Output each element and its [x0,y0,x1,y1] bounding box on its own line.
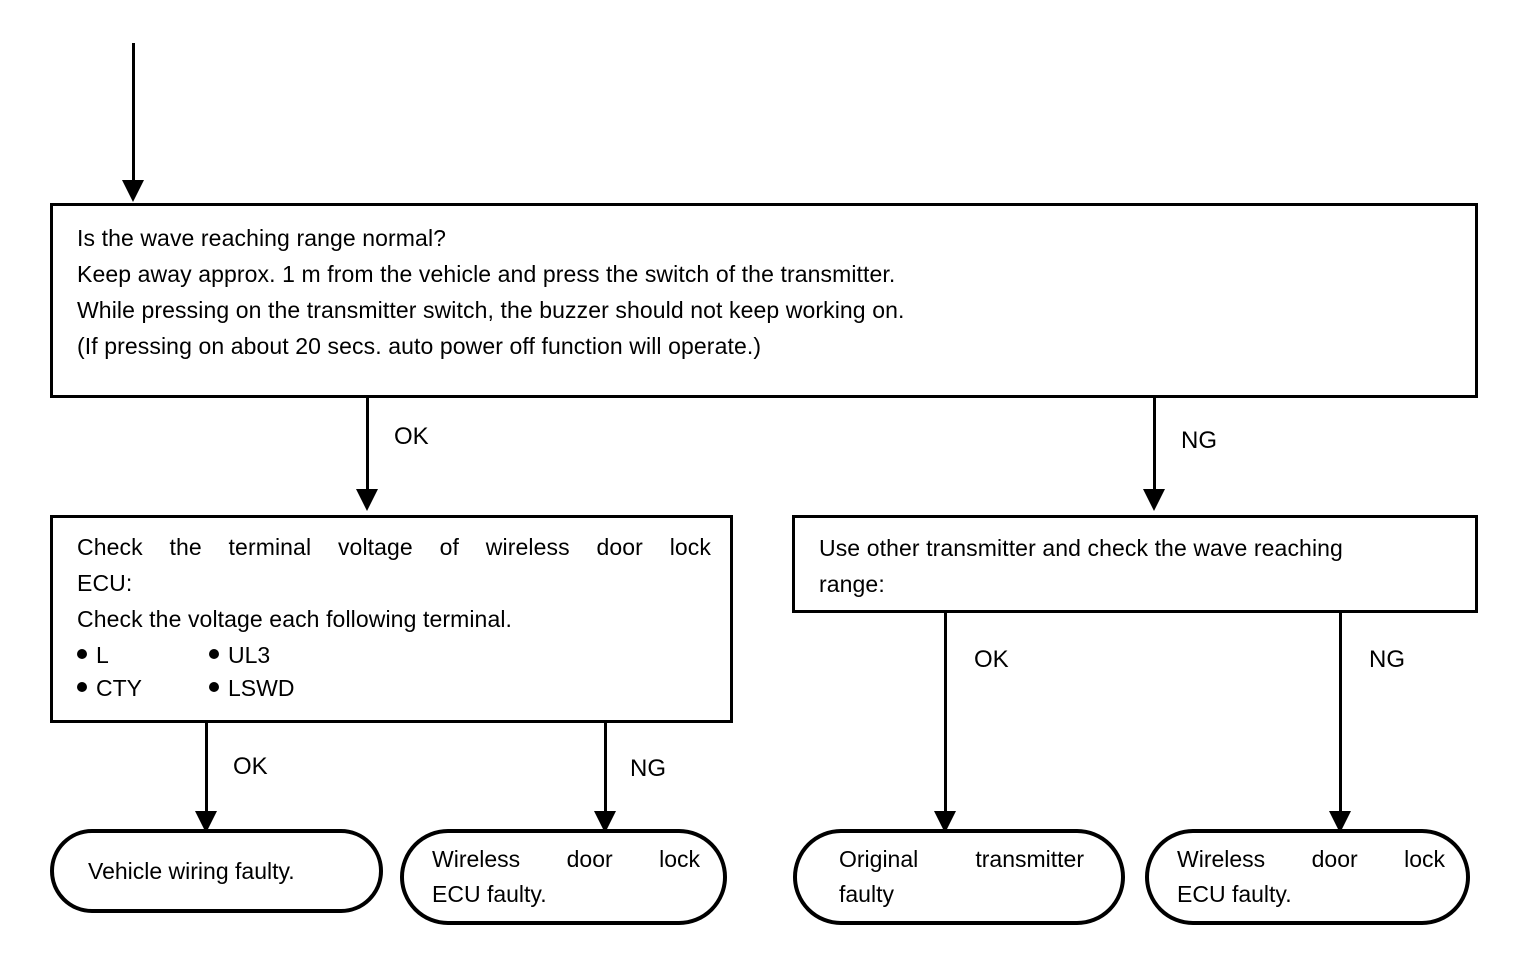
terminal-row: CTY LSWD [77,672,708,705]
question-ng-connector-line [1153,398,1156,491]
transmitter-ng-connector-line [1339,613,1342,813]
check-voltage-line-2: ECU: [77,570,133,596]
result-text: ECU faulty. [432,881,547,907]
check-voltage-line-1: Check the terminal voltage of wireless d… [77,534,711,560]
result-vehicle-wiring-faulty[interactable]: Vehicle wiring faulty. [50,829,383,913]
question-box[interactable]: Is the wave reaching range normal? Keep … [50,203,1478,398]
edge-label-question-ok: OK [394,423,429,450]
terminal-label: CTY [96,675,142,701]
bullet-icon [209,649,219,659]
entry-arrowhead [122,180,144,202]
result-text: Wireless door lock [432,846,700,872]
edge-label-voltage-ng: NG [630,755,666,782]
result-ecu-faulty-right[interactable]: Wireless door lock ECU faulty. [1145,829,1470,925]
other-transmitter-box[interactable]: Use other transmitter and check the wave… [792,515,1478,613]
terminal-item: UL3 [209,639,270,672]
question-line-1: Is the wave reaching range normal? [77,225,447,251]
other-transmitter-line-1: Use other transmitter and check the wave… [819,535,1343,561]
other-transmitter-line-2: range: [819,571,885,597]
terminal-list: L UL3 CTY LSWD [77,639,708,705]
question-line-4: (If pressing on about 20 secs. auto powe… [77,333,762,359]
terminal-item: L [77,639,209,672]
edge-label-transmitter-ok: OK [974,646,1009,673]
result-text: faulty [839,881,894,907]
question-ng-arrowhead [1143,489,1165,511]
edge-label-question-ng: NG [1181,427,1217,454]
terminal-label: LSWD [228,675,295,701]
terminal-item: LSWD [209,672,294,705]
question-ok-arrowhead [356,489,378,511]
bullet-icon [77,682,87,692]
edge-label-voltage-ok: OK [233,753,268,780]
voltage-ok-arrowhead [195,811,217,833]
question-ok-connector-line [366,398,369,491]
result-text: Vehicle wiring faulty. [88,857,295,884]
result-text: Wireless door lock [1177,846,1445,872]
result-text: ECU faulty. [1177,881,1292,907]
question-line-3: While pressing on the transmitter switch… [77,297,905,323]
check-voltage-line-3: Check the voltage each following termina… [77,606,513,632]
terminal-row: L UL3 [77,639,708,672]
terminal-item: CTY [77,672,209,705]
transmitter-ok-arrowhead [934,811,956,833]
edge-label-transmitter-ng: NG [1369,646,1405,673]
result-original-transmitter-faulty[interactable]: Original transmitter faulty [793,829,1125,925]
terminal-label: UL3 [228,642,271,668]
voltage-ng-connector-line [604,723,607,813]
entry-connector-line [132,43,135,183]
result-ecu-faulty-left[interactable]: Wireless door lock ECU faulty. [400,829,727,925]
voltage-ok-connector-line [205,723,208,813]
result-text: Original transmitter [839,846,1084,872]
bullet-icon [209,682,219,692]
terminal-label: L [96,642,109,668]
check-voltage-box[interactable]: Check the terminal voltage of wireless d… [50,515,733,723]
bullet-icon [77,649,87,659]
voltage-ng-arrowhead [594,811,616,833]
transmitter-ok-connector-line [944,613,947,813]
question-line-2: Keep away approx. 1 m from the vehicle a… [77,261,896,287]
transmitter-ng-arrowhead [1329,811,1351,833]
